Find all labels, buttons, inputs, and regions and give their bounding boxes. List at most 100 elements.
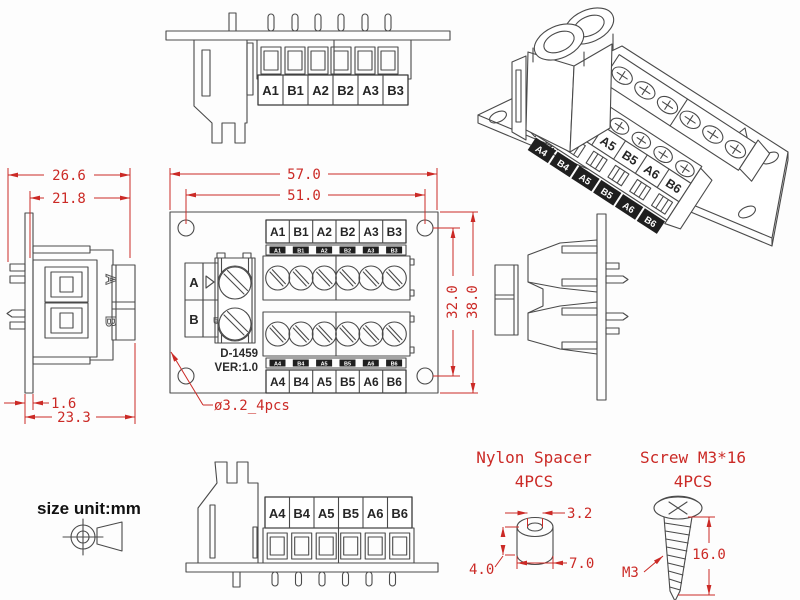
dim-overall-depth: 26.6 — [52, 168, 86, 184]
bottom-view: A4 B4 A5 B5 A6 B6 — [185, 461, 439, 588]
plug-screw — [218, 307, 252, 341]
terminal-label: B6 — [387, 375, 403, 389]
left-side-view: A B 26.6 21.8 1.6 23.3 — [4, 168, 136, 426]
dim-overall-height: 38.0 — [465, 285, 481, 319]
plug-b-label: B — [189, 312, 198, 327]
terminal-label: B3 — [387, 83, 404, 98]
terminal-label: B4 — [293, 375, 309, 389]
terminal-label: A4 — [269, 506, 286, 521]
side-profile: A B — [6, 212, 136, 394]
pin — [228, 12, 237, 32]
svg-text:B6: B6 — [391, 361, 398, 367]
dim-mount-hole: ø3.2_4pcs — [214, 398, 290, 414]
svg-text:A1: A1 — [274, 248, 281, 254]
mount-hole — [416, 367, 434, 385]
terminal-label: A3 — [362, 83, 379, 98]
iso-screws — [611, 66, 747, 159]
front-view: A1 B1 A2 B2 A3 B3 A1 B1 A2 B2 A3 B3 — [169, 167, 481, 414]
svg-text:B3: B3 — [391, 248, 398, 254]
dim-hole-pitch-x: 51.0 — [287, 188, 321, 204]
dim-thread: M3 — [622, 565, 639, 581]
terminal-label: A5 — [318, 506, 335, 521]
screw-dimensions: 16.0 M3 — [622, 516, 726, 596]
terminal-label: B4 — [293, 506, 310, 521]
pcb-edge — [165, 12, 451, 41]
terminal-label: B2 — [337, 83, 354, 98]
pcb-edge — [185, 562, 439, 588]
terminal-body-profile — [527, 239, 598, 355]
silkscreen-strip: A4 B4 A5 B5 A6 B6 — [265, 357, 407, 369]
mount-hole — [489, 110, 507, 124]
screw-title: Screw M3*16 — [640, 448, 746, 467]
svg-text:B4: B4 — [297, 361, 305, 367]
size-unit-label: size unit:mm — [37, 499, 141, 518]
terminal-block-profile: A1 B1 A2 B2 A3 B3 — [256, 39, 412, 106]
terminal-label: A4 — [270, 375, 286, 389]
terminal-label: A1 — [262, 83, 279, 98]
plug-connector-front: A B B D-1459 VER:1.0 — [184, 252, 258, 374]
svg-text:A3: A3 — [367, 248, 374, 254]
plug-a-label: A — [102, 274, 119, 285]
terminal-screws — [265, 265, 407, 291]
iso-plug-connector — [511, 7, 615, 153]
screw-qty: 4PCS — [674, 472, 713, 491]
screw-windows — [260, 46, 399, 75]
terminal-label: A1 — [270, 225, 286, 239]
terminal-block-profile — [262, 527, 415, 564]
svg-text:A4: A4 — [274, 361, 282, 367]
plug-screw — [218, 266, 252, 300]
terminal-label: A3 — [363, 225, 379, 239]
terminal-label: B6 — [391, 506, 408, 521]
terminal-label: B1 — [293, 225, 309, 239]
pcb-edge — [596, 213, 607, 401]
plug-a-label: A — [189, 275, 199, 290]
mount-hole — [177, 367, 195, 385]
svg-text:A2: A2 — [321, 248, 328, 254]
terminal-label: B5 — [342, 506, 359, 521]
terminal-label-row: A1 B1 A2 B2 A3 B3 — [257, 74, 409, 106]
screw-windows — [266, 532, 411, 560]
terminal-label: B3 — [387, 225, 403, 239]
dim-length: 16.0 — [692, 547, 726, 563]
plug-a-keying-icon — [205, 275, 215, 289]
iso-silkscreen-strip: A4 B4 A5 B5 A6 B6 — [527, 137, 666, 234]
svg-text:A6: A6 — [367, 361, 374, 367]
dimensions: 57.0 51.0 32.0 38.0 ø3.2_4pcs — [169, 167, 481, 414]
pins — [6, 263, 26, 330]
svg-text:A5: A5 — [321, 361, 328, 367]
top-terminal-row: A1 B1 A2 B2 A3 B3 A1 B1 A2 B2 A3 B3 — [262, 219, 415, 301]
pcb-edge — [24, 212, 34, 394]
terminal-label: A2 — [317, 225, 333, 239]
screw-tip — [669, 590, 681, 600]
mount-hole — [738, 205, 756, 219]
spacer-dimensions: 3.2 7.0 4.0 — [469, 506, 594, 578]
plug-connector-profile — [193, 39, 254, 144]
dim-pcb-thickness: 1.6 — [51, 396, 76, 412]
bottom-terminal-row: A4 B4 A5 B5 A6 B6 A4 B4 A5 B5 A6 B6 — [262, 311, 415, 394]
terminal-label: B2 — [340, 225, 356, 239]
terminal-screws — [265, 321, 407, 347]
part-version: VER:1.0 — [215, 362, 258, 374]
svg-text:B1: B1 — [297, 248, 304, 254]
plug-b-label: B — [102, 316, 119, 327]
svg-text:B2: B2 — [344, 248, 351, 254]
plug-front-profile — [494, 264, 519, 336]
pin — [232, 571, 241, 588]
isometric-view: D-1459 VER:1.0 A — [477, 7, 789, 247]
dimensions: 26.6 21.8 1.6 23.3 — [4, 168, 136, 426]
spacer-drawing — [516, 516, 554, 566]
spacer-detail: Nylon Spacer 4PCS 3.2 7.0 4.0 — [469, 448, 594, 578]
dim-inner-dia: 3.2 — [567, 506, 592, 522]
size-unit-note: size unit:mm — [37, 499, 141, 556]
terminal-label: A6 — [363, 375, 379, 389]
dim-outer-dia: 7.0 — [569, 556, 594, 572]
screw-thread — [663, 516, 693, 592]
dim-height: 4.0 — [469, 562, 494, 578]
terminal-label: A6 — [367, 506, 384, 521]
terminal-label: B5 — [340, 375, 356, 389]
dim-hole-pitch-y: 32.0 — [445, 285, 461, 319]
terminal-label: A5 — [317, 375, 333, 389]
dim-body-depth: 21.8 — [52, 191, 86, 207]
svg-text:B5: B5 — [344, 361, 351, 367]
